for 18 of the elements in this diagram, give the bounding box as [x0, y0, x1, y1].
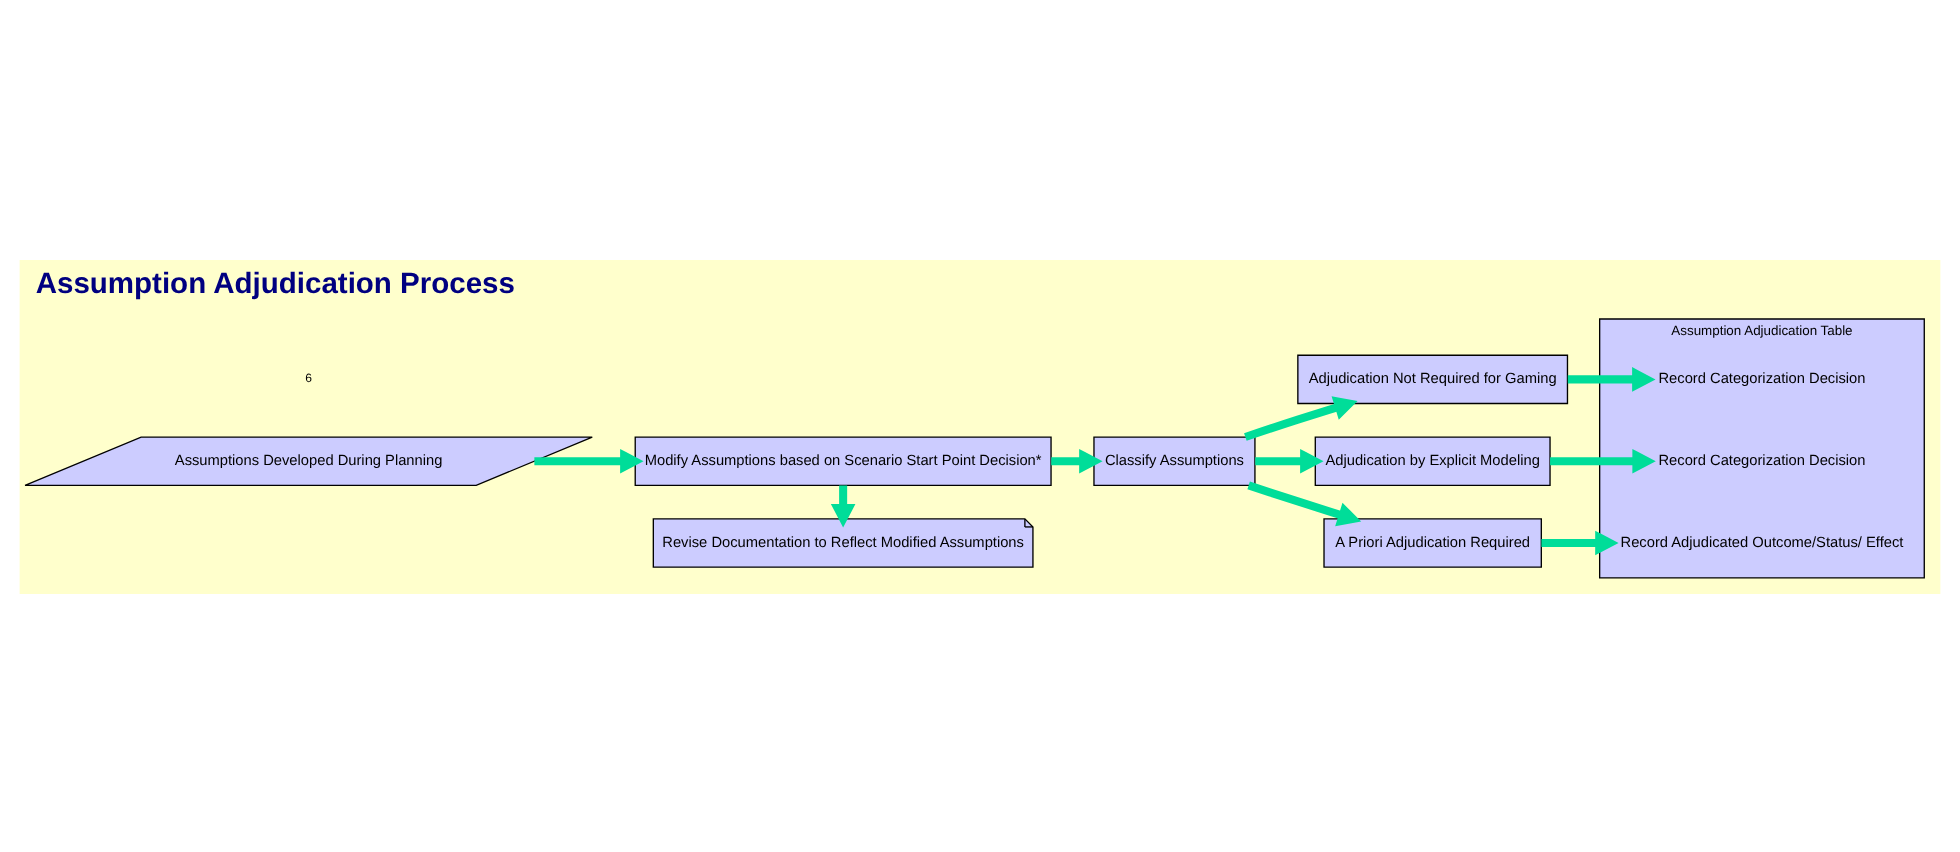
node-box: Modify Assumptions based on Scenario Start Point Decision*: [634, 435, 1052, 486]
arrow: [1244, 395, 1358, 440]
node-box: A Priori Adjudication Required: [1323, 517, 1542, 567]
diagram-title: Assumption Adjudication Process: [35, 268, 515, 300]
arrow: [1550, 447, 1656, 473]
arrow: [1541, 529, 1619, 555]
node-text: Record Categorization Decision: [1658, 449, 1866, 468]
arrow: [534, 447, 644, 473]
node-text: Record Categorization Decision: [1658, 368, 1866, 387]
arrow: [1051, 447, 1103, 473]
node-box: Adjudication Not Required for Gaming: [1297, 353, 1569, 404]
node-text: Record Adjudicated Outcome/Status/ Effect: [1620, 531, 1904, 550]
node-box: Classify Assumptions: [1093, 435, 1256, 486]
arrow: [830, 484, 856, 527]
arrow: [1247, 480, 1362, 526]
arrow: [1255, 447, 1324, 473]
node-box: Adjudication by Explicit Modeling: [1314, 435, 1551, 486]
arrow: [1567, 366, 1656, 391]
